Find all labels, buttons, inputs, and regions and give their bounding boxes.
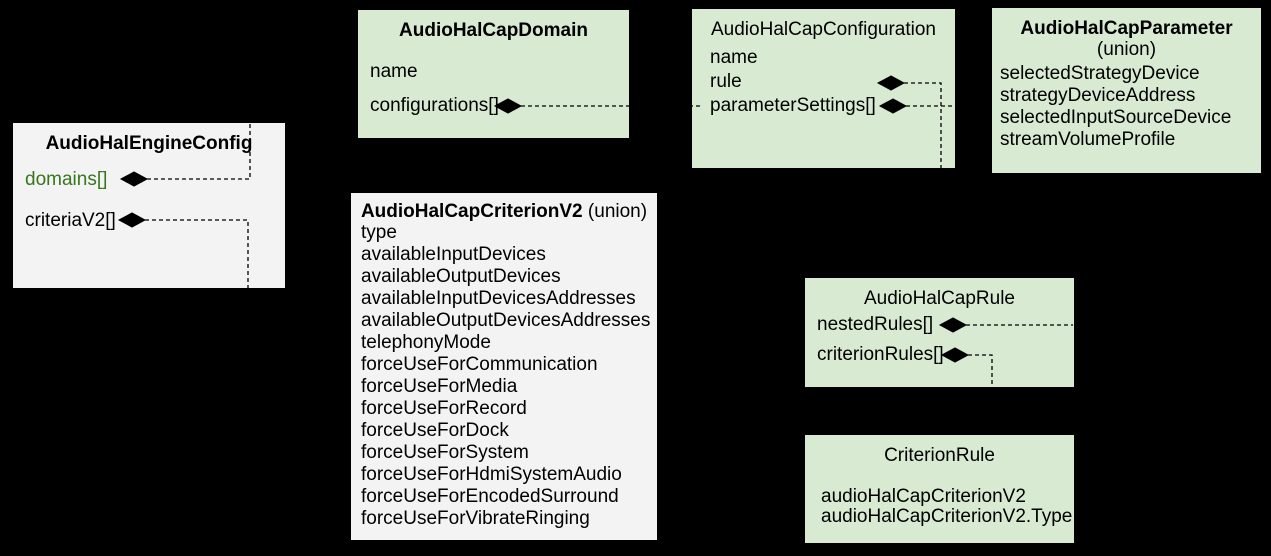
field-selectedstrategydevice: selectedStrategyDevice (1000, 63, 1200, 84)
field-forceuseforhdmisystemaudio: forceUseForHdmiSystemAudio (361, 464, 622, 485)
field-forceuseforrecord: forceUseForRecord (361, 398, 527, 419)
class-title: AudioHalEngineConfig (45, 133, 253, 154)
class-title: AudioHalCapDomain (399, 20, 588, 41)
field-availableoutputdevicesaddresses: availableOutputDevicesAddresses (361, 310, 651, 331)
class-title: CriterionRule (884, 445, 995, 466)
field-nestedrules-: nestedRules[] (817, 314, 934, 335)
field-forceuseformedia: forceUseForMedia (361, 376, 518, 397)
field-list: name rule parameterSettings[] (710, 46, 955, 118)
class-title-union: (union) (582, 201, 648, 222)
class-box-audiohalengineconfig: AudioHalEngineConfig domains[] criteriaV2… (13, 123, 285, 288)
field-forceuseforsystem: forceUseForSystem (361, 442, 529, 463)
class-box-audiohalcapconfiguration: AudioHalCapConfiguration name rule paramet… (692, 9, 955, 168)
field-domains-: domains[] (25, 168, 108, 190)
class-title: AudioHalCapRule (863, 288, 1016, 309)
field-list: domains[] criteriaV2[] (25, 159, 285, 241)
class-box-audiohalcapparameter: AudioHalCapParameter (union) selectedStr… (992, 8, 1261, 173)
field-parametersettings-: parameterSettings[] (710, 95, 876, 116)
field-audiohalcapcriterionv2-type: audioHalCapCriterionV2.Type (821, 506, 1073, 527)
field-forceuseforvibrateringing: forceUseForVibrateRinging (361, 508, 590, 529)
field-availableinputdevicesaddresses: availableInputDevicesAddresses (361, 288, 636, 309)
field-audiohalcapcriterionv2: audioHalCapCriterionV2 (821, 486, 1026, 507)
field-availableinputdevices: availableInputDevices (361, 244, 546, 265)
field-name: name (370, 61, 418, 82)
class-title-name: AudioHalCapCriterionV2 (360, 201, 583, 222)
class-box-audiohalcapdomain: AudioHalCapDomain name configurations[] (358, 10, 629, 138)
field-type: type (361, 222, 397, 243)
field-forceusefordock: forceUseForDock (361, 420, 509, 441)
field-name: name (710, 47, 758, 68)
class-subtitle: (union) (1096, 39, 1157, 60)
field-list: nestedRules[] criterionRules[] (817, 310, 1074, 370)
class-box-audiohalcaprule: AudioHalCapRule nestedRules[] criterionRu… (805, 278, 1074, 387)
field-streamvolumeprofile: streamVolumeProfile (1000, 129, 1176, 150)
field-forceuseforcommunication: forceUseForCommunication (361, 354, 598, 375)
field-forceuseforencodedsurround: forceUseForEncodedSurround (361, 486, 619, 507)
field-configurations-: configurations[] (370, 95, 499, 116)
field-criteriav2-: criteriaV2[] (25, 209, 116, 231)
field-selectedinputsourcedevice: selectedInputSourceDevice (1000, 107, 1232, 128)
field-telephonymode: telephonyMode (361, 332, 491, 353)
class-title: AudioHalCapConfiguration (711, 19, 936, 40)
class-title: AudioHalCapCriterionV2 (union) (351, 201, 657, 223)
field-strategydeviceaddress: strategyDeviceAddress (1000, 85, 1196, 106)
field-rule: rule (710, 71, 742, 92)
field-criterionrules-: criterionRules[] (817, 344, 944, 365)
field-list: name configurations[] (370, 55, 629, 123)
class-title: AudioHalCapParameter (1020, 18, 1233, 39)
field-availableoutputdevices: availableOutputDevices (361, 266, 561, 287)
